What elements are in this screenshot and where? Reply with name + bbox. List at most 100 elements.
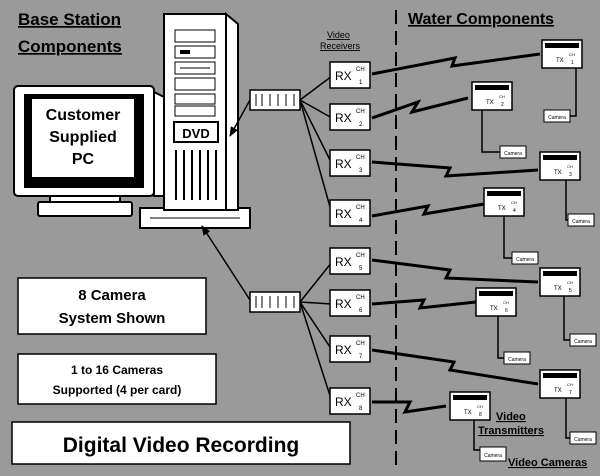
card2-links <box>299 261 333 403</box>
transmitter-ch7: TX CH 7 Camera <box>539 369 597 445</box>
base-station-heading-line1: Base Station <box>18 10 121 29</box>
camera-label: Camera <box>508 357 526 363</box>
transmitter-ch-label: CH <box>569 52 575 57</box>
transmitter-tx-label: TX <box>554 388 562 394</box>
pc-label-line2: Supplied <box>49 129 117 146</box>
receiver-rx-label: RX <box>335 207 352 221</box>
transmitter-tx-label: TX <box>490 306 498 312</box>
camera-label: Camera <box>574 437 592 443</box>
transmitter-ch-label: CH <box>511 200 517 205</box>
transmitter-channel-number: 6 <box>505 308 508 314</box>
receiver-rx-label: RX <box>335 69 352 83</box>
diagram-title: Digital Video Recording <box>63 434 299 457</box>
transmitter-ch5: TX CH 5 Camera <box>539 267 597 347</box>
receiver-channel-number: 3 <box>359 168 363 174</box>
receiver-ch-label: CH <box>356 109 365 115</box>
transmitter-ch1: TX CH 1 Camera <box>541 39 583 123</box>
receiver-ch-label: CH <box>356 253 365 259</box>
receiver-ch4: RX CH 4 <box>329 199 371 227</box>
transmitter-channel-number: 3 <box>569 172 572 178</box>
transmitter-channel-number: 7 <box>569 390 572 396</box>
base-station-heading-line2: Components <box>18 37 122 56</box>
system-info-line1: 8 Camera <box>78 287 146 304</box>
receiver-rx-label: RX <box>335 297 352 311</box>
system-info-line2: System Shown <box>59 310 166 327</box>
receiver-ch-label: CH <box>356 155 365 161</box>
transmitter-channel-number: 4 <box>513 208 516 214</box>
transmitter-ch2: TX CH 2 Camera <box>471 81 527 159</box>
capture-card-1 <box>249 89 301 111</box>
transmitter-channel-number: 1 <box>571 60 574 66</box>
camera-label: Camera <box>484 453 502 459</box>
wireless-link-ch8 <box>372 400 447 414</box>
video-transmitters-label-line1: Video <box>496 411 526 423</box>
support-info-box: 1 to 16 Cameras Supported (4 per card) <box>17 353 217 405</box>
transmitter-ch-label: CH <box>503 300 509 305</box>
video-transmitters-label-line2: Transmitters <box>478 425 544 437</box>
receiver-rx-label: RX <box>335 157 352 171</box>
transmitter-tx-label: TX <box>556 58 564 64</box>
title-box: Digital Video Recording <box>11 421 351 465</box>
monitor: Customer Supplied PC <box>13 85 171 217</box>
transmitter-ch8: TX CH 8 Camera <box>449 391 507 462</box>
receiver-rx-label: RX <box>335 343 352 357</box>
receiver-channel-number: 7 <box>359 354 363 360</box>
camera-label: Camera <box>572 219 590 225</box>
card1-to-pc-arrow <box>229 99 251 137</box>
dvd-label: DVD <box>182 126 209 141</box>
receiver-channel-number: 6 <box>359 308 363 314</box>
receiver-ch-label: CH <box>356 393 365 399</box>
capture-card-2 <box>249 291 301 313</box>
transmitter-ch-label: CH <box>567 280 573 285</box>
wireless-link-ch1 <box>371 52 541 76</box>
receiver-ch-label: CH <box>356 341 365 347</box>
receiver-ch2: RX CH 2 <box>329 103 371 131</box>
receiver-ch-label: CH <box>356 205 365 211</box>
transmitter-ch-label: CH <box>477 404 483 409</box>
receiver-channel-number: 1 <box>359 80 363 86</box>
wireless-links <box>371 52 541 414</box>
receiver-ch6: RX CH 6 <box>329 289 371 317</box>
transmitter-channel-number: 5 <box>569 288 572 294</box>
card1-links <box>299 75 333 215</box>
receiver-channel-number: 8 <box>359 406 363 412</box>
receiver-channel-number: 2 <box>359 122 363 128</box>
transmitter-channel-number: 2 <box>501 102 504 108</box>
camera-label: Camera <box>574 339 592 345</box>
transmitter-ch-label: CH <box>567 382 573 387</box>
transmitter-tx-label: TX <box>498 206 506 212</box>
receiver-channel-number: 5 <box>359 266 363 272</box>
wireless-link-ch6 <box>371 298 477 310</box>
receiver-rx-label: RX <box>335 255 352 269</box>
receiver-channel-number: 4 <box>359 218 363 224</box>
wireless-link-ch7 <box>371 348 539 386</box>
video-receivers-label-line2: Receivers <box>320 41 361 51</box>
wireless-link-ch3 <box>371 160 539 178</box>
water-components-heading: Water Components <box>408 11 554 28</box>
system-info-box: 8 Camera System Shown <box>17 277 207 335</box>
transmitter-ch-label: CH <box>567 164 573 169</box>
transmitter-tx-label: TX <box>554 170 562 176</box>
camera-label: Camera <box>548 115 566 121</box>
transmitter-channel-number: 8 <box>479 412 482 418</box>
pc-label-line1: Customer <box>46 107 121 124</box>
receiver-ch5: RX CH 5 <box>329 247 371 275</box>
transmitter-tx-label: TX <box>486 100 494 106</box>
receiver-ch1: RX CH 1 <box>329 61 371 89</box>
receiver-rx-label: RX <box>335 111 352 125</box>
pc-tower: DVD <box>139 11 251 229</box>
card2-to-pc-arrow <box>201 225 251 301</box>
receiver-ch3: RX CH 3 <box>329 149 371 177</box>
camera-label: Camera <box>516 257 534 263</box>
receiver-ch-label: CH <box>356 67 365 73</box>
pc-label-line3: PC <box>72 151 95 168</box>
video-cameras-label: Video Cameras <box>508 457 587 469</box>
camera-label: Camera <box>504 151 522 157</box>
receiver-rx-label: RX <box>335 395 352 409</box>
support-info-line2: Supported (4 per card) <box>53 383 182 397</box>
transmitter-ch4: TX CH 4 Camera <box>483 187 539 265</box>
receiver-ch7: RX CH 7 <box>329 335 371 363</box>
transmitter-tx-label: TX <box>464 410 472 416</box>
wireless-link-ch4 <box>371 202 485 218</box>
